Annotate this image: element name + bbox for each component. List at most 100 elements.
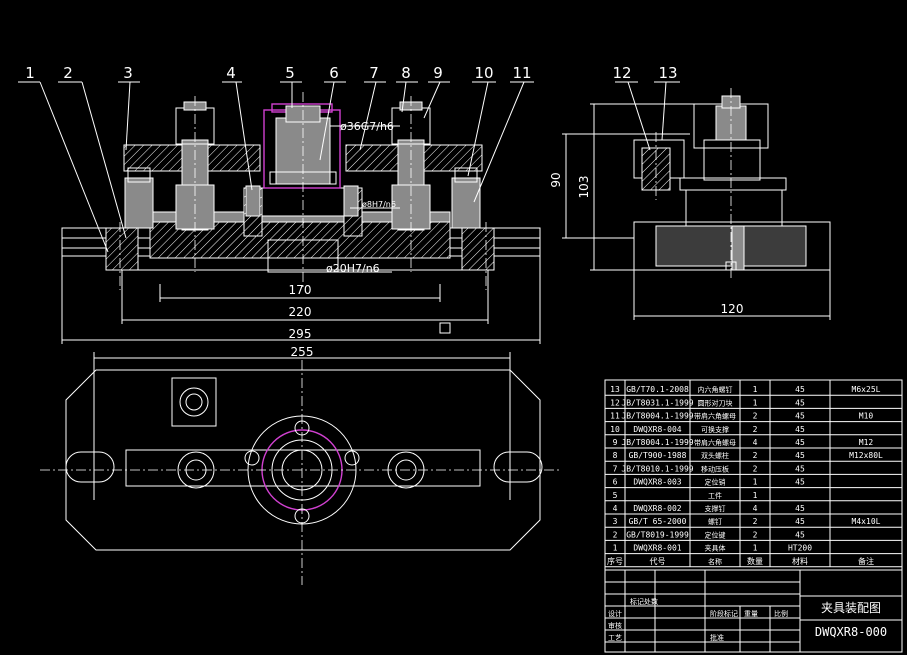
parts-row-name: 定位键 (705, 530, 726, 539)
label-design: 设计 (608, 609, 622, 618)
locating-key-right (461, 227, 495, 271)
parts-row-qty: 2 (753, 530, 758, 539)
parts-row-qty: 1 (753, 544, 758, 553)
parts-row-no: 7 (613, 464, 618, 473)
top-view: 255 (40, 345, 560, 585)
parts-row-qty: 2 (753, 412, 758, 421)
parts-header-qty: 数量 (747, 556, 763, 566)
balloon-13: 13 (658, 64, 677, 82)
parts-row-name: 支撑钉 (705, 504, 726, 513)
parts-row-no: 10 (610, 425, 620, 434)
fit-bottom: ø20H7/n6 (326, 262, 380, 275)
parts-row-name: 移动压板 (701, 464, 729, 473)
parts-row-name: 双头螺柱 (701, 451, 729, 460)
parts-row-mat: HT200 (788, 544, 812, 553)
parts-row-note: M6x25L (852, 385, 881, 394)
label-review: 审核 (608, 621, 622, 630)
parts-row-std: DWQXR8-004 (633, 425, 681, 434)
balloon-8: 8 (401, 64, 411, 82)
parts-row-mat: 45 (795, 425, 805, 434)
dim-255: 255 (291, 345, 314, 359)
parts-row-name: 圆形对刀块 (698, 398, 733, 407)
parts-row-name: 可换支撑 (701, 425, 729, 434)
dim-220: 220 (289, 305, 312, 319)
parts-row-qty: 1 (753, 478, 758, 487)
parts-row-no: 6 (613, 478, 618, 487)
parts-row-std: JB/T8004.1-1999 (621, 438, 693, 447)
label-scale: 比例 (774, 609, 788, 618)
parts-row-std: DWQXR8-003 (633, 478, 681, 487)
parts-row-name: 内六角螺钉 (698, 385, 733, 394)
parts-row-name: 夹具体 (705, 544, 726, 553)
balloon-12: 12 (612, 64, 631, 82)
parts-row-mat: 45 (795, 504, 805, 513)
parts-row-qty: 1 (753, 385, 758, 394)
parts-row-note: M12 (859, 438, 874, 447)
dim-295: 295 (289, 327, 312, 341)
drawing-title: 夹具装配图 (821, 601, 881, 615)
balloon-9: 9 (433, 64, 443, 82)
label-process: 工艺 (608, 634, 622, 642)
support-left (124, 177, 154, 229)
parts-row-mat: 45 (795, 412, 805, 421)
parts-row-std: JB/T8031.1-1999 (621, 398, 693, 407)
balloon-10: 10 (474, 64, 493, 82)
balloon-2: 2 (63, 64, 73, 82)
parts-row-name: 带肩六角螺母 (694, 438, 736, 447)
parts-header-note: 备注 (858, 556, 874, 566)
parts-row-mat: 45 (795, 438, 805, 447)
parts-row-mat: 45 (795, 398, 805, 407)
drawing-number: DWQXR8-000 (815, 625, 887, 639)
balloon-3: 3 (123, 64, 133, 82)
parts-row-no: 4 (613, 504, 618, 513)
parts-row-name: 定位销 (705, 478, 726, 487)
parts-header-name: 名称 (708, 557, 722, 566)
parts-row-std: DWQXR8-002 (633, 504, 681, 513)
parts-row-no: 1 (613, 544, 618, 553)
parts-row-std: GB/T900-1988 (629, 451, 687, 460)
top-outline (65, 369, 541, 551)
parts-row-qty: 2 (753, 451, 758, 460)
parts-row-qty: 2 (753, 425, 758, 434)
parts-row-name: 工件 (708, 491, 722, 500)
dim-103: 103 (577, 176, 591, 199)
parts-row-std: JB/T8004.1-1999 (621, 412, 693, 421)
parts-row-qty: 2 (753, 464, 758, 473)
support-right (451, 177, 481, 229)
parts-row-qty: 4 (753, 504, 758, 513)
parts-row-no: 8 (613, 451, 618, 460)
balloon-11: 11 (512, 64, 531, 82)
parts-header-std: 代号 (650, 556, 666, 566)
parts-row-no: 2 (613, 530, 618, 539)
balloon-4: 4 (226, 64, 236, 82)
parts-row-qty: 1 (753, 398, 758, 407)
parts-row-std: GB/T 65-2000 (629, 517, 687, 526)
parts-row-name: 螺钉 (708, 517, 722, 526)
nut-left (177, 451, 215, 489)
parts-row-no: 11 (610, 412, 620, 421)
parts-row-note: M4x10L (852, 517, 881, 526)
parts-row-mat: 45 (795, 517, 805, 526)
front-view: 1 2 3 4 5 6 7 8 9 10 11 ø36G7/h6 ø8H7/n6… (18, 64, 541, 344)
parts-row-name: 带肩六角螺母 (694, 412, 736, 421)
parts-header-no: 序号 (607, 556, 623, 566)
parts-row-qty: 1 (753, 491, 758, 500)
parts-row-mat: 45 (795, 451, 805, 460)
parts-row-mat: 45 (795, 530, 805, 539)
balloon-leaders (18, 81, 534, 253)
label-stage: 阶段标记 (710, 609, 738, 618)
parts-row-note: M12x80L (849, 451, 883, 460)
label-approve: 批准 (710, 633, 724, 642)
parts-row-qty: 2 (753, 517, 758, 526)
fit-main: ø36G7/h6 (340, 120, 394, 133)
balloon-1: 1 (25, 64, 35, 82)
title-block: 夹具装配图 DWQXR8-000 标记处数 设计 审核 工艺 阶段标记 重量 比… (604, 569, 903, 653)
parts-row-no: 3 (613, 517, 618, 526)
side-view: 12 13 90 103 120 (549, 64, 831, 320)
parts-row-no: 12 (610, 398, 620, 407)
parts-row-no: 13 (610, 385, 620, 394)
parts-row-std: GB/T8019-1999 (626, 530, 689, 539)
parts-row-std: GB/T70.1-2008 (626, 385, 689, 394)
parts-row-std: DWQXR8-001 (633, 544, 681, 553)
